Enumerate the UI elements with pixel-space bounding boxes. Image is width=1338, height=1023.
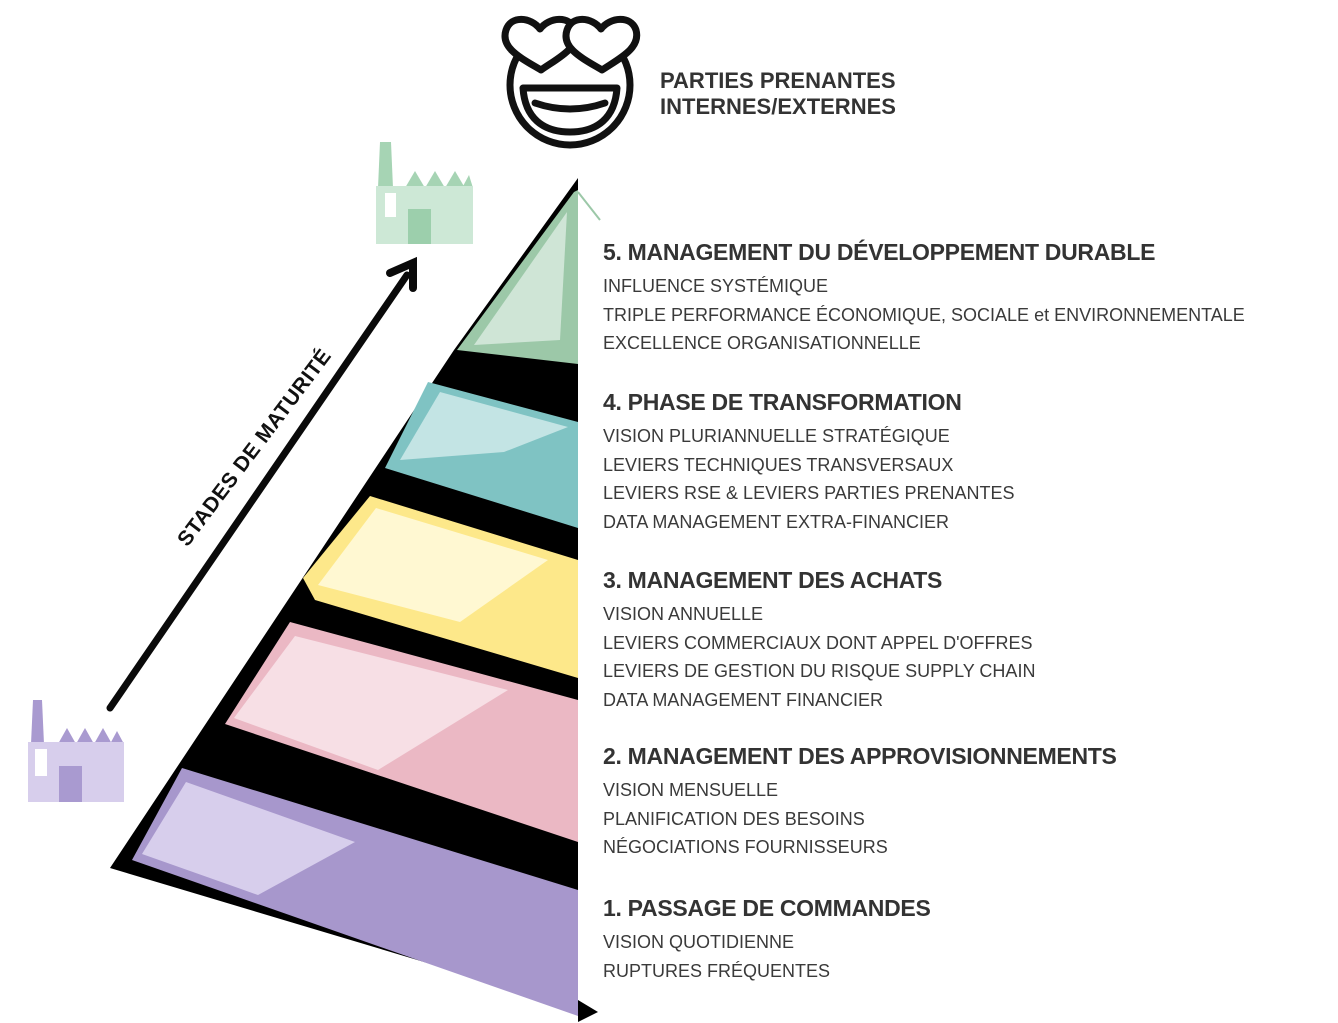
level-2-item: PLANIFICATION DES BESOINS bbox=[603, 808, 865, 829]
level-4-title: 4. PHASE DE TRANSFORMATION bbox=[603, 389, 962, 415]
level-1-description: 1. PASSAGE DE COMMANDES VISION QUOTIDIEN… bbox=[603, 894, 1338, 985]
level-2-item: NÉGOCIATIONS FOURNISSEURS bbox=[603, 837, 888, 858]
pyramid-level-2 bbox=[225, 622, 578, 842]
factory-purple-icon bbox=[28, 700, 124, 802]
stakeholders-line-1: PARTIES PRENANTES bbox=[660, 68, 896, 93]
level-3-description: 3. MANAGEMENT DES ACHATS VISION ANNUELLE… bbox=[603, 566, 1338, 714]
pyramid-level-5 bbox=[457, 190, 601, 364]
stakeholders-line-2: INTERNES/EXTERNES bbox=[660, 94, 896, 119]
pyramid-level-4 bbox=[385, 382, 578, 528]
level-1-item: RUPTURES FRÉQUENTES bbox=[603, 960, 831, 981]
stakeholders-label: PARTIES PRENANTES INTERNES/EXTERNES bbox=[660, 68, 896, 120]
level-2-item: VISION MENSUELLE bbox=[603, 780, 779, 800]
level-3-item: LEVIERS COMMERCIAUX DONT APPEL D'OFFRES bbox=[603, 632, 1033, 653]
level-4-item: LEVIERS RSE & LEVIERS PARTIES PRENANTES bbox=[603, 483, 1015, 504]
level-5-item: EXCELLENCE ORGANISATIONNELLE bbox=[603, 333, 921, 354]
level-5-item: INFLUENCE SYSTÉMIQUE bbox=[603, 276, 829, 296]
level-4-item: LEVIERS TECHNIQUES TRANSVERSAUX bbox=[603, 454, 954, 475]
pyramid-level-1 bbox=[132, 768, 578, 1016]
level-3-item: VISION ANNUELLE bbox=[603, 604, 764, 624]
level-2-title: 2. MANAGEMENT DES APPROVISIONNEMENTS bbox=[603, 743, 1117, 769]
pyramid-level-3 bbox=[303, 496, 578, 678]
level-3-item: DATA MANAGEMENT FINANCIER bbox=[603, 689, 884, 710]
level-5-description: 5. MANAGEMENT DU DÉVELOPPEMENT DURABLE I… bbox=[603, 238, 1338, 358]
level-5-title: 5. MANAGEMENT DU DÉVELOPPEMENT DURABLE bbox=[603, 239, 1156, 265]
level-1-item: VISION QUOTIDIENNE bbox=[603, 932, 795, 952]
factory-green-icon bbox=[376, 142, 473, 244]
level-5-item: TRIPLE PERFORMANCE ÉCONOMIQUE, SOCIALE e… bbox=[603, 304, 1245, 325]
maturity-arrow bbox=[106, 256, 417, 712]
level-2-description: 2. MANAGEMENT DES APPROVISIONNEMENTS VIS… bbox=[603, 742, 1338, 862]
level-1-title: 1. PASSAGE DE COMMANDES bbox=[603, 895, 931, 921]
level-4-item: DATA MANAGEMENT EXTRA-FINANCIER bbox=[603, 511, 950, 532]
level-3-item: LEVIERS DE GESTION DU RISQUE SUPPLY CHAI… bbox=[603, 661, 1036, 682]
level-3-title: 3. MANAGEMENT DES ACHATS bbox=[603, 567, 943, 593]
level-4-item: VISION PLURIANNUELLE STRATÉGIQUE bbox=[603, 426, 950, 446]
level-4-description: 4. PHASE DE TRANSFORMATION VISION PLURIA… bbox=[603, 388, 1338, 536]
heart-eyes-smiley-icon bbox=[501, 15, 641, 149]
